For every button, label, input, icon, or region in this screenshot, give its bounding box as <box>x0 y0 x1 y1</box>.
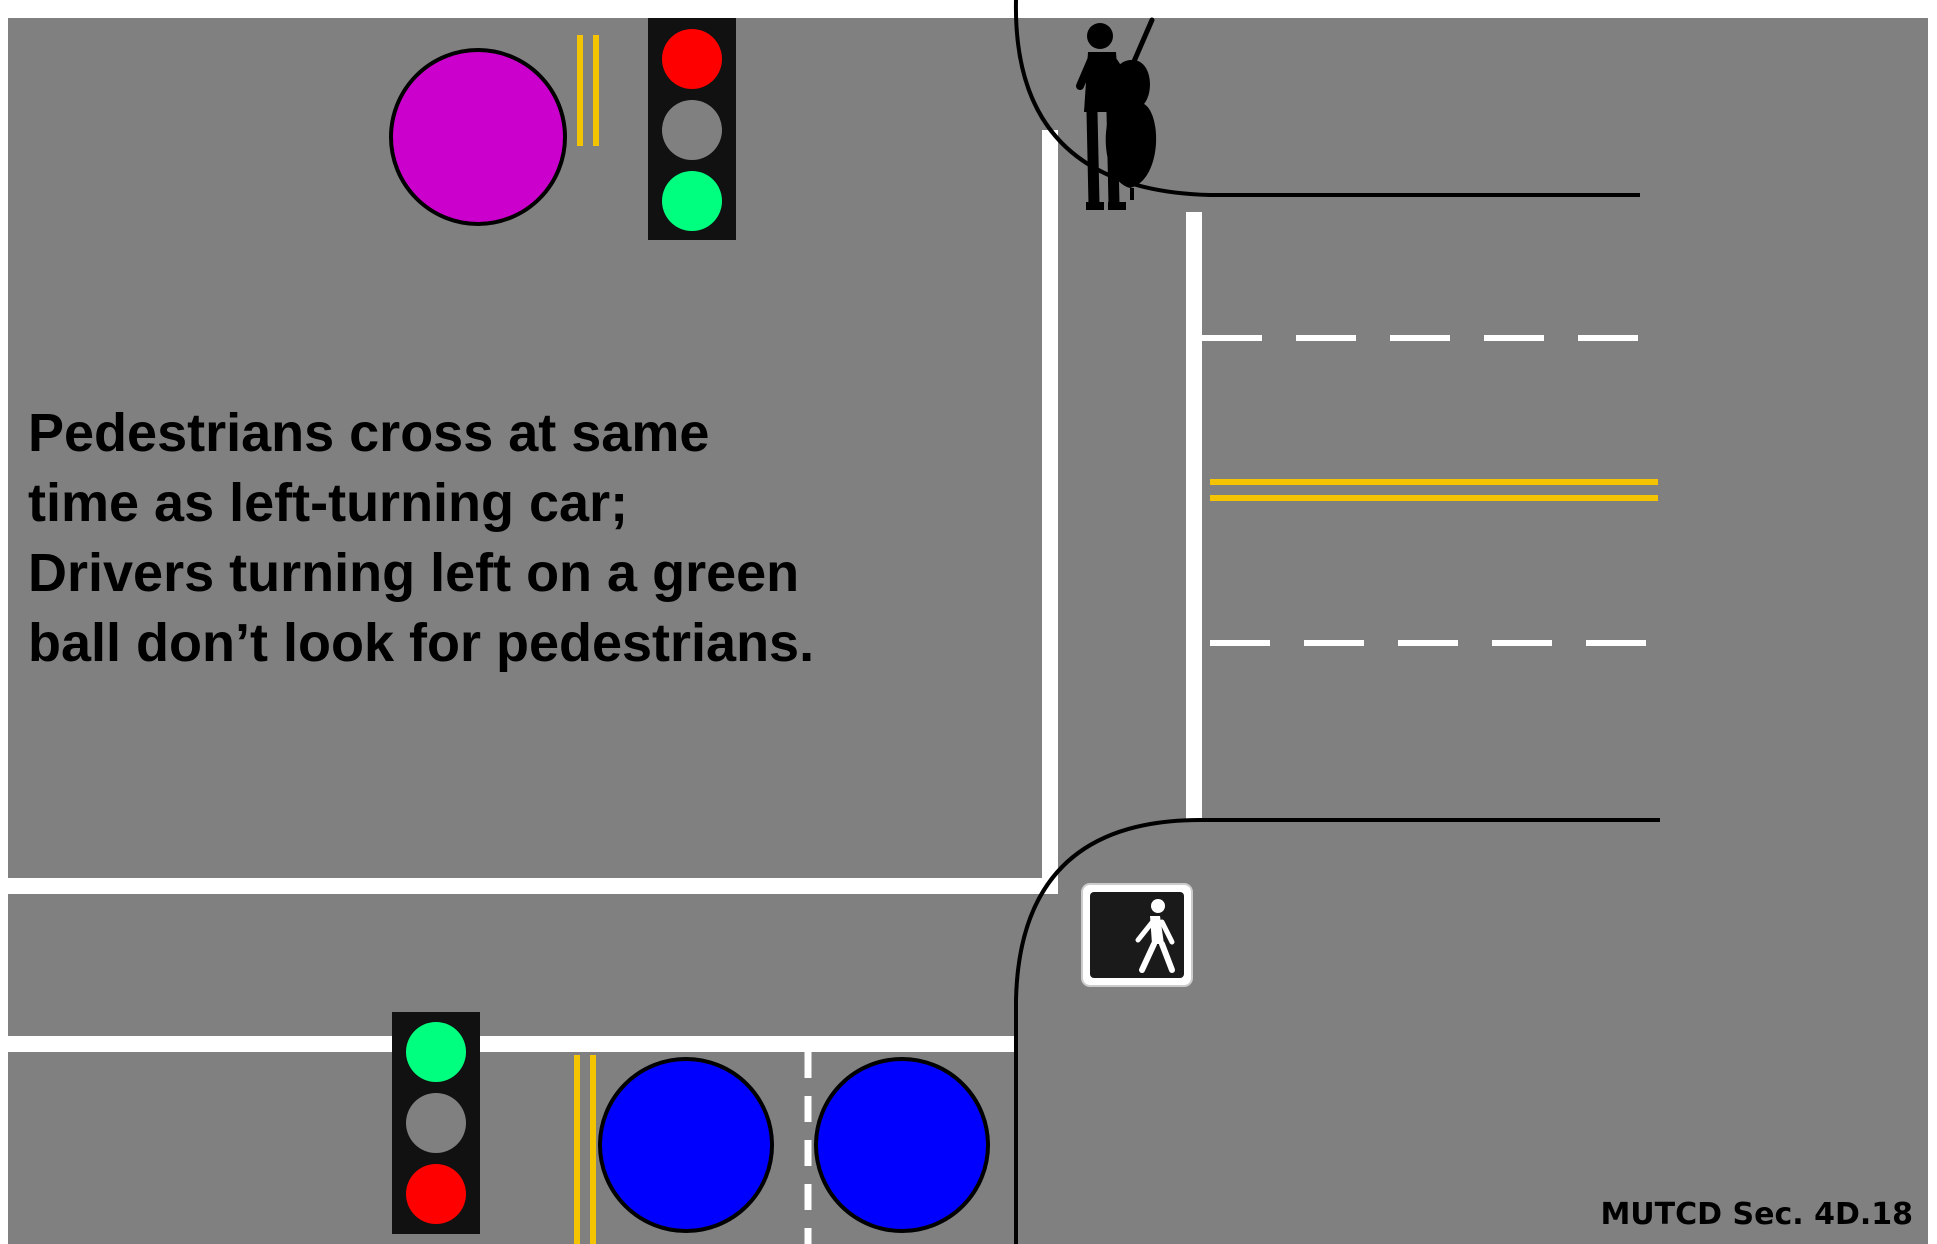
caption-line: ball don’t look for pedestrians. <box>28 608 988 678</box>
signal-off-lamp <box>662 100 722 160</box>
signal-off-lamp <box>406 1093 466 1153</box>
diagram-caption: Pedestrians cross at same time as left-t… <box>28 398 988 678</box>
left-turning-car <box>391 50 565 224</box>
signal-red-lamp <box>662 29 722 89</box>
signal-green-lamp <box>662 171 722 231</box>
caption-line: time as left-turning car; <box>28 468 988 538</box>
through-car-2 <box>816 1059 988 1231</box>
signal-green-lamp <box>406 1022 466 1082</box>
caption-line: Pedestrians cross at same <box>28 398 988 468</box>
lane-line-upper <box>8 878 1058 894</box>
lane-line-lower <box>8 1036 1016 1052</box>
signal-red-lamp <box>406 1164 466 1224</box>
stop-line-vertical <box>1042 130 1058 888</box>
traffic-signal-bottom <box>392 1012 480 1234</box>
pedestrian-walk-signal <box>1082 884 1192 986</box>
through-car-1 <box>600 1059 772 1231</box>
stop-line-right-approach <box>1186 212 1202 820</box>
caption-line: Drivers turning left on a green <box>28 538 988 608</box>
mutcd-reference: MUTCD Sec. 4D.18 <box>1600 1197 1913 1232</box>
traffic-signal-top <box>648 18 736 240</box>
